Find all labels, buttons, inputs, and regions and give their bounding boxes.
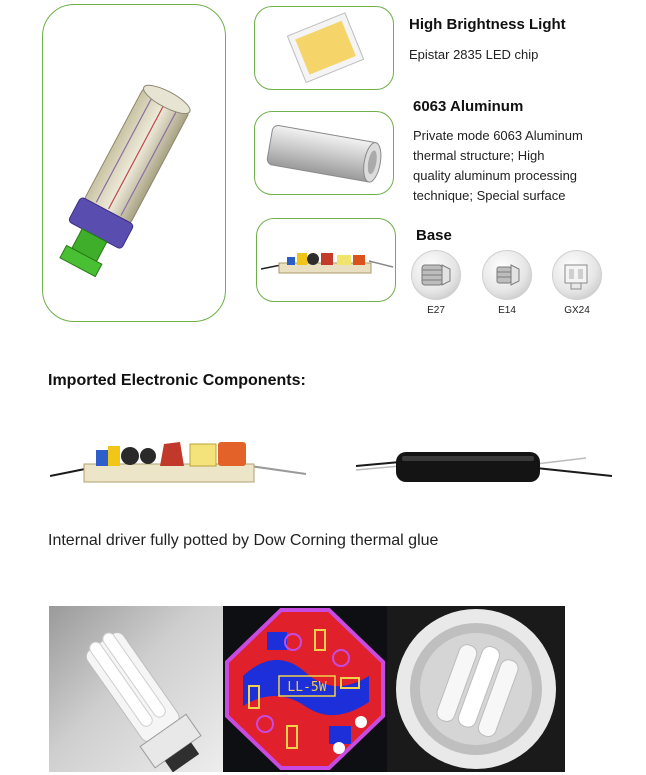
components-caption: Internal driver fully potted by Dow Corn… <box>48 532 439 549</box>
pcb-label: LL-5W <box>287 680 326 695</box>
led-chip-image <box>286 12 365 84</box>
aluminum-line: technique; Special surface <box>413 188 566 203</box>
base-label: GX24 <box>564 305 590 316</box>
corn-lamp-image <box>59 84 191 278</box>
led-feature-text: Epistar 2835 LED chip <box>409 47 539 62</box>
base-section-title: Base <box>416 227 452 244</box>
pcb-layout-image: LL-5W <box>223 606 387 772</box>
driver-module-image <box>50 442 307 483</box>
aluminum-line: Private mode 6063 Aluminum <box>413 128 583 143</box>
gx24-base-icon <box>552 250 602 300</box>
base-label: E27 <box>427 305 445 316</box>
led-feature-title: High Brightness Light <box>409 16 566 33</box>
e14-base-icon <box>482 250 532 300</box>
aluminum-feature-text: Private mode 6063 Aluminum thermal struc… <box>413 126 583 206</box>
led-chip-frame <box>254 6 394 90</box>
aluminum-feature-title: 6063 Aluminum <box>413 98 524 115</box>
installed-lamp-photo <box>387 606 565 772</box>
potted-driver-image <box>356 452 613 482</box>
aluminum-frame <box>254 111 394 195</box>
base-label: E14 <box>498 305 516 316</box>
components-title: Imported Electronic Components: <box>48 372 306 389</box>
driver-board-image <box>260 253 394 274</box>
product-image-frame <box>42 4 226 322</box>
aluminum-profile-image <box>266 125 382 183</box>
e27-base-icon <box>411 250 461 300</box>
aluminum-line: thermal structure; High <box>413 148 545 163</box>
aluminum-line: quality aluminum processing <box>413 168 578 183</box>
driver-frame <box>256 218 396 302</box>
lamp-photo <box>49 606 223 772</box>
